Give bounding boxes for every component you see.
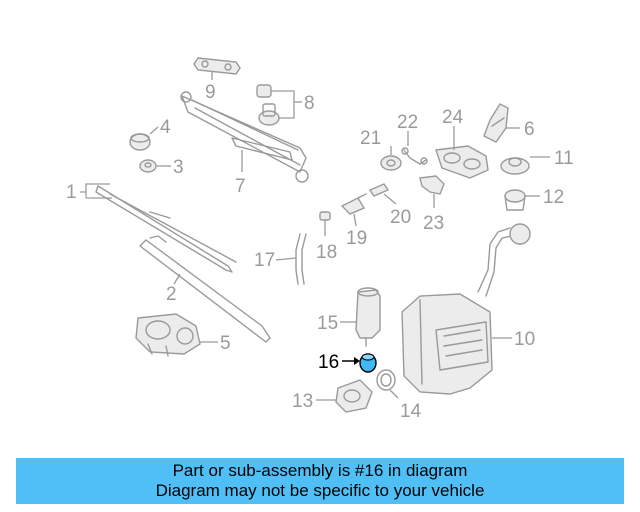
part-12-filler [504,189,526,211]
svg-text:8: 8 [304,93,315,114]
callout-17: 17 [254,250,297,271]
part-23-elbow [419,175,445,195]
svg-text:15: 15 [317,313,338,334]
callout-7: 7 [235,150,246,197]
svg-text:10: 10 [514,329,535,350]
svg-text:5: 5 [220,333,231,354]
svg-text:7: 7 [235,176,246,197]
svg-text:11: 11 [554,148,574,169]
callout-3: 3 [157,157,184,178]
callout-23: 23 [423,194,444,234]
info-banner: Part or sub-assembly is #16 in diagram D… [16,458,624,504]
callout-18: 18 [316,220,337,263]
part-7-wiper-linkage [180,91,309,183]
callout-6: 6 [506,119,535,140]
callout-15: 15 [317,313,356,334]
callout-24: 24 [442,107,464,150]
svg-text:14: 14 [400,401,422,422]
part-16-grommet [359,353,377,373]
callout-4: 4 [149,117,171,138]
callout-2: 2 [166,273,181,305]
svg-text:21: 21 [360,128,381,149]
svg-text:17: 17 [254,250,275,271]
svg-text:12: 12 [543,187,564,208]
part-22-connector [401,147,428,165]
part-24-bracket [435,145,489,179]
svg-text:24: 24 [442,107,464,128]
part-1-wiper-arm [95,185,237,273]
svg-text:19: 19 [346,228,367,249]
svg-text:1: 1 [66,182,77,203]
callout-16: 16 [318,352,360,373]
callout-21: 21 [360,128,392,155]
part-5-wiper-motor [135,313,201,357]
callout-22: 22 [397,112,418,146]
part-6-bracket [483,103,509,143]
svg-text:20: 20 [390,207,411,228]
part-17-hose [295,233,307,285]
callout-9: 9 [205,72,216,103]
callout-12: 12 [525,187,564,208]
part-20-valve [368,183,390,197]
callout-19: 19 [346,213,367,249]
part-11-cap [500,157,530,175]
banner-line-1: Part or sub-assembly is #16 in diagram [172,461,468,480]
callout-10: 10 [492,329,535,350]
svg-text:23: 23 [423,213,444,234]
part-18-fitting [319,211,331,221]
part-15-pump [355,287,381,347]
parts-diagram: 9 8 4 3 7 1 2 5 21 22 24 [66,57,574,422]
part-10-reservoir [401,223,531,395]
banner-line-2: Diagram may not be specific to your vehi… [155,481,485,500]
callout-5: 5 [200,333,231,354]
svg-text:6: 6 [524,119,535,140]
callout-20: 20 [383,193,411,228]
part-21-grommet [380,155,402,171]
part-9-bracket [193,57,241,75]
svg-text:13: 13 [292,391,313,412]
callout-14: 14 [389,389,422,422]
part-3-nut [139,159,157,173]
svg-text:16: 16 [318,352,339,373]
part-19-nozzle [340,193,367,215]
svg-text:22: 22 [397,112,418,133]
svg-text:18: 18 [316,242,337,263]
part-8-bushings [256,84,280,126]
part-14-seal [376,369,396,391]
part-13-motor [335,379,373,413]
svg-text:2: 2 [166,284,177,305]
svg-text:4: 4 [160,117,171,138]
part-4-cap [129,133,151,151]
part-2-wiper-blade [139,235,271,343]
callout-13: 13 [292,391,336,412]
svg-text:9: 9 [205,82,216,103]
callout-11: 11 [530,148,574,169]
callout-8: 8 [271,90,315,119]
svg-text:3: 3 [173,157,184,178]
callout-1: 1 [66,182,112,203]
